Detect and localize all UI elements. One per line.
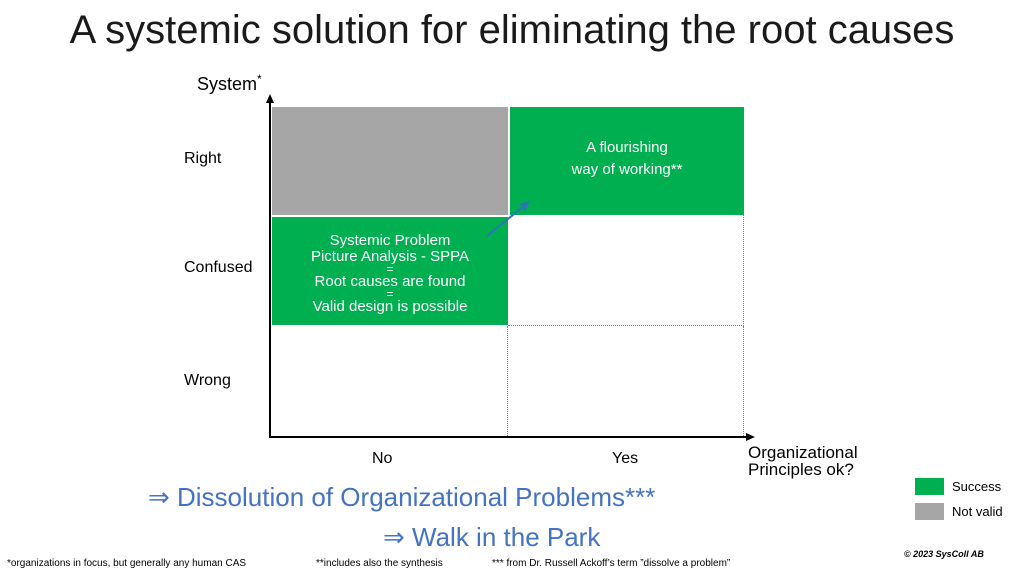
column-label-yes: Yes [612,450,639,467]
legend-swatch-not-valid [915,503,944,520]
sppa-line-2: Picture Analysis - SPPA [310,248,470,265]
cell-confused-yes [508,215,744,326]
row-label-right: Right [184,150,222,167]
y-axis-label-mark: * [257,72,262,86]
cell-confused-no: Systemic Problem Picture Analysis - SPPA… [272,217,508,325]
sppa-line-1: Systemic Problem [329,232,451,249]
cell-right-no [272,107,508,215]
sppa-line-4: Valid design is possible [312,298,468,315]
legend-label-success: Success [952,479,1002,494]
flourish-line-1: A flourishing [586,139,668,156]
legend-label-not-valid: Not valid [952,504,1003,519]
y-axis-arrowhead [266,94,274,103]
x-axis-label: Organizational Principles ok? [748,444,858,478]
legend-swatch-success [915,478,944,495]
x-axis-arrowhead [746,433,755,441]
sppa-equals-2: = [386,287,394,301]
y-axis-label-text: System [197,74,258,94]
transition-arrowhead [519,201,530,211]
sppa-equals-1: = [386,262,394,276]
y-axis-label: System* [197,72,262,95]
sppa-line-3: Root causes are found [314,273,466,290]
flourish-text: A flourishing way of working** [572,137,683,181]
footnote-3: *** from Dr. Russell Ackoff’s term ”diss… [492,558,731,569]
cell-wrong-yes [508,326,744,436]
dissolution-statement: ⇒ Dissolution of Organizational Problems… [148,482,656,512]
footnote-1: *organizations in focus, but generally a… [7,558,247,569]
row-label-confused: Confused [184,259,253,276]
walk-in-the-park-statement: ⇒ Walk in the Park [383,522,601,552]
x-axis-label-line-2: Principles ok? [748,460,854,479]
slide-title: A systemic solution for eliminating the … [69,8,955,52]
column-label-no: No [372,450,393,467]
cell-right-yes: A flourishing way of working** [510,107,744,215]
flourish-line-2: way of working** [571,161,683,178]
footnote-2: **includes also the synthesis [316,558,443,569]
x-axis-label-line-1: Organizational [748,443,858,462]
row-label-wrong: Wrong [184,372,231,389]
copyright-notice: © 2023 SysColl AB [904,549,984,559]
cell-wrong-no [272,326,508,436]
transition-arrow [486,205,525,237]
